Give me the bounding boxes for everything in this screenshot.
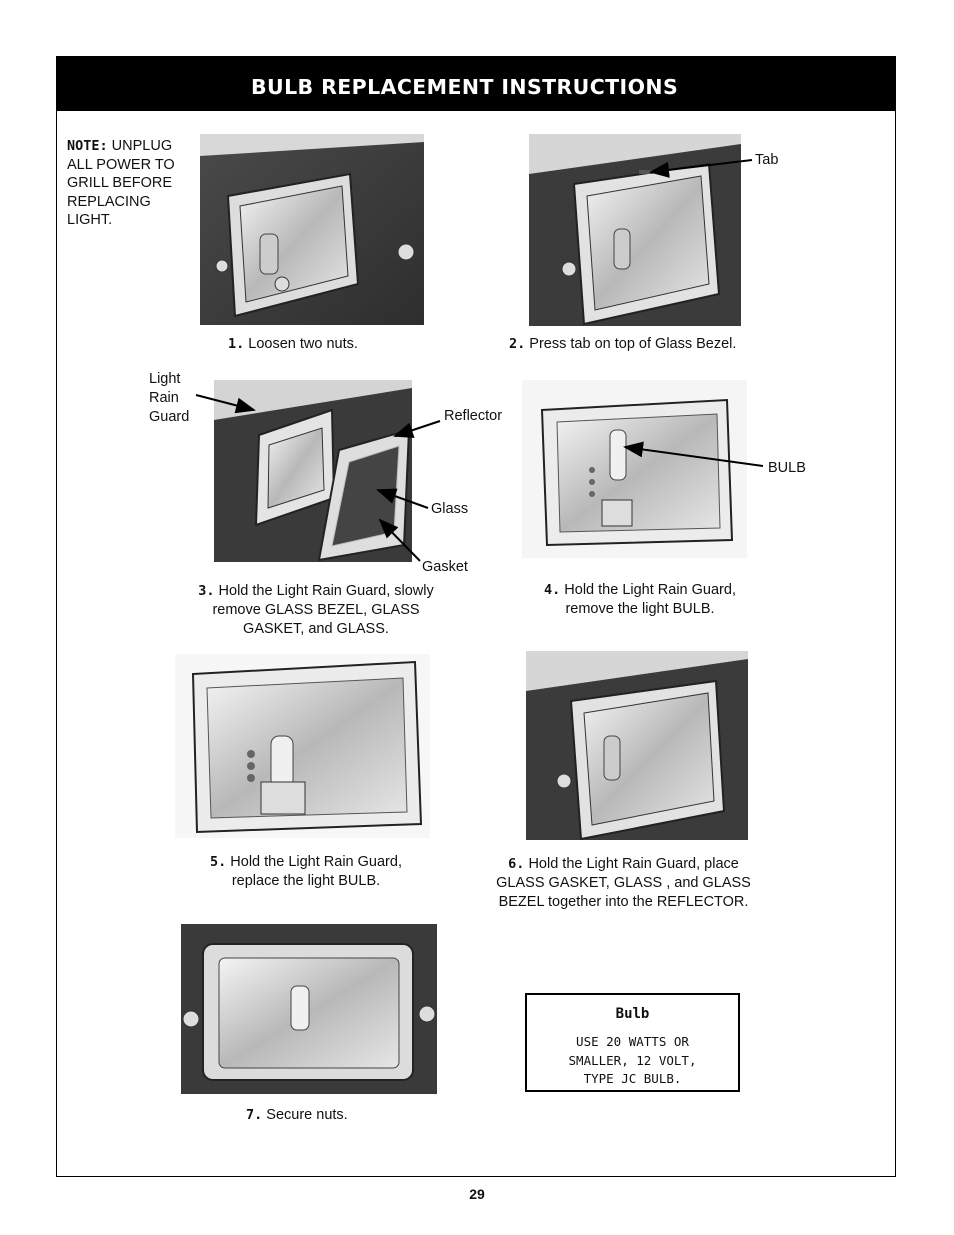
page-number: 29 (469, 1186, 485, 1202)
bulb-spec-box: Bulb USE 20 WATTS OR SMALLER, 12 VOLT, T… (525, 993, 740, 1092)
step-5-caption: 5. Hold the Light Rain Guard, replace th… (210, 854, 402, 889)
callout-gasket: Gasket (422, 559, 468, 575)
page-frame: BULB REPLACEMENT INSTRUCTIONS (56, 56, 896, 1177)
step-7-caption: 7. Secure nuts. (246, 1107, 348, 1123)
callout-reflector: Reflector (444, 408, 503, 424)
step-4-caption: 4. Hold the Light Rain Guard, remove the… (544, 582, 736, 617)
callout-glass: Glass (431, 501, 469, 517)
step-3-caption: 3. Hold the Light Rain Guard, slowly rem… (198, 583, 434, 637)
step-1-caption: 1. Loosen two nuts. (228, 336, 358, 352)
step-2-illustration (529, 134, 741, 326)
bulb-spec-title: Bulb (615, 1006, 650, 1022)
note-label: NOTE: (67, 138, 108, 154)
step-3-illustration (214, 380, 412, 562)
section-header: BULB REPLACEMENT INSTRUCTIONS (57, 57, 895, 111)
step-7-illustration (181, 924, 437, 1094)
step-1-illustration (200, 134, 424, 325)
step-2-caption: 2. Press tab on top of Glass Bezel. (509, 336, 737, 352)
bulb-spec-text: USE 20 WATTS OR SMALLER, 12 VOLT, TYPE J… (568, 1034, 697, 1086)
step-6-caption: 6. Hold the Light Rain Guard, place GLAS… (496, 856, 751, 910)
step-4-illustration (522, 380, 747, 558)
callout-tab: Tab (755, 152, 779, 168)
step-6-illustration (526, 651, 748, 840)
safety-note: NOTE: UNPLUG ALL POWER TO GRILL BEFORE R… (67, 137, 192, 230)
note-text: UNPLUG ALL POWER TO GRILL BEFORE REPLACI… (67, 138, 175, 228)
callout-light-rain-guard: Light Rain Guard (149, 371, 190, 425)
callout-bulb: BULB (768, 460, 806, 476)
step-5-illustration (175, 654, 430, 838)
page-title: BULB REPLACEMENT INSTRUCTIONS (251, 75, 679, 99)
